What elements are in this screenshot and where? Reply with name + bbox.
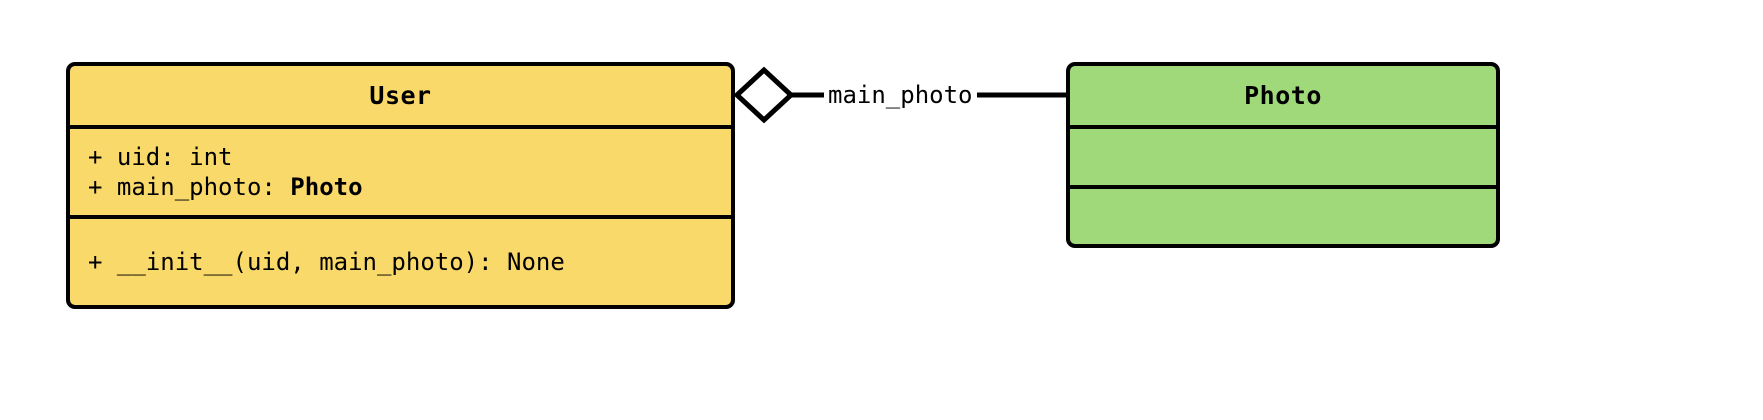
class-attributes-user: + uid: int + main_photo: Photo — [70, 125, 731, 215]
relationship-graphics — [733, 66, 1066, 124]
aggregation-diamond-icon — [733, 66, 795, 124]
uml-class-photo[interactable]: Photo — [1066, 62, 1500, 248]
class-methods-user: + __init__(uid, main_photo): None — [70, 215, 731, 305]
class-methods-photo — [1070, 185, 1496, 244]
attribute-type: Photo — [290, 173, 363, 201]
relationship-label-main-photo: main_photo — [824, 80, 977, 110]
attribute-name: + main_photo: — [88, 173, 291, 201]
uml-class-user[interactable]: User + uid: int + main_photo: Photo + __… — [66, 62, 735, 309]
attribute-text: + uid: int — [88, 143, 233, 171]
method-signature: + __init__(uid, main_photo): None — [88, 248, 565, 276]
relationship-user-main-photo[interactable] — [731, 60, 1071, 132]
class-title-photo: Photo — [1244, 81, 1322, 110]
class-attribute: + main_photo: Photo — [88, 172, 713, 202]
class-method: + __init__(uid, main_photo): None — [88, 247, 713, 277]
class-attribute: + uid: int — [88, 142, 713, 172]
class-attributes-photo — [1070, 125, 1496, 185]
class-title-user: User — [369, 81, 432, 110]
